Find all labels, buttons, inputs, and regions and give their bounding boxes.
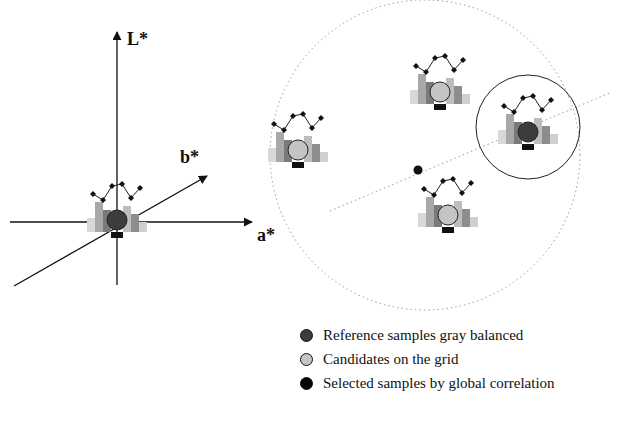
histogram-bar xyxy=(506,114,514,144)
b-axis xyxy=(14,176,207,286)
curve-marker xyxy=(271,121,277,127)
histogram-bar xyxy=(418,74,426,104)
histogram-bar xyxy=(542,126,550,144)
sample-circle xyxy=(430,82,450,102)
base-bar xyxy=(111,232,123,238)
legend-swatch xyxy=(300,329,313,342)
histogram-bar xyxy=(312,144,320,162)
legend-swatch xyxy=(300,353,313,366)
histogram-bar xyxy=(462,94,470,104)
histogram-bar xyxy=(320,152,328,162)
legend-entry: Candidates on the grid xyxy=(300,350,458,368)
curve xyxy=(416,56,463,72)
legend-text: Reference samples gray balanced xyxy=(323,326,523,344)
base-bar xyxy=(434,104,446,110)
sample-circle xyxy=(438,205,458,225)
histogram-bar xyxy=(95,202,103,232)
curve-marker xyxy=(539,107,545,113)
histogram-bar xyxy=(410,90,418,104)
histogram-bar xyxy=(498,130,506,144)
curve xyxy=(93,184,140,200)
histogram-bar xyxy=(87,218,95,232)
base-bar xyxy=(292,162,304,168)
base-bar xyxy=(442,227,454,233)
sample-icon xyxy=(498,93,558,150)
sample-circle xyxy=(107,210,127,230)
l-axis xyxy=(116,32,117,285)
curve-marker xyxy=(290,113,296,119)
sample-icon xyxy=(418,176,478,233)
curve-marker xyxy=(451,67,457,73)
histogram-bar xyxy=(268,148,276,162)
curve-marker xyxy=(423,69,429,75)
curve-marker xyxy=(548,97,554,103)
curve-marker xyxy=(432,55,438,61)
curve-marker xyxy=(459,190,465,196)
histogram-bar xyxy=(276,132,284,162)
curve-marker xyxy=(90,191,96,197)
base-bar xyxy=(522,144,534,150)
curve-marker xyxy=(468,180,474,186)
selection-circle xyxy=(476,75,580,179)
axis-label: b* xyxy=(180,148,199,166)
histogram-bar xyxy=(550,134,558,144)
histogram-bar xyxy=(454,86,462,104)
curve-marker xyxy=(530,93,536,99)
sample-icon xyxy=(87,181,147,238)
curve xyxy=(504,96,551,112)
legend-entry: Reference samples gray balanced xyxy=(300,326,523,344)
sample-icon xyxy=(268,111,328,168)
curve xyxy=(274,114,321,130)
curve-marker xyxy=(300,111,306,117)
direction-line xyxy=(330,92,612,211)
curve-marker xyxy=(520,95,526,101)
curve-marker xyxy=(501,103,507,109)
histogram-bar xyxy=(139,222,147,232)
histogram-bar xyxy=(426,197,434,227)
sample-icon xyxy=(410,53,470,110)
histogram-bar xyxy=(470,217,478,227)
curve-marker xyxy=(318,115,324,121)
axis-label: L* xyxy=(127,30,148,48)
histogram-bar xyxy=(131,214,139,232)
curve-marker xyxy=(100,197,106,203)
search-region xyxy=(270,0,580,310)
curve-marker xyxy=(431,192,437,198)
legend-entry: Selected samples by global correlation xyxy=(300,374,555,392)
center-dot xyxy=(414,166,423,175)
curve-marker xyxy=(128,195,134,201)
curve-marker xyxy=(421,186,427,192)
curve-marker xyxy=(450,176,456,182)
curve-marker xyxy=(119,181,125,187)
curve-marker xyxy=(309,125,315,131)
sample-circle xyxy=(288,140,308,160)
curve-marker xyxy=(137,185,143,191)
sample-circle xyxy=(518,122,538,142)
curve-marker xyxy=(109,183,115,189)
curve-marker xyxy=(281,127,287,133)
curve-marker xyxy=(511,109,517,115)
histogram-bar xyxy=(462,209,470,227)
histogram-bar xyxy=(418,213,426,227)
legend-text: Candidates on the grid xyxy=(323,350,458,368)
legend-text: Selected samples by global correlation xyxy=(323,374,555,392)
icon-group xyxy=(87,53,558,238)
legend-swatch xyxy=(300,377,313,390)
curve xyxy=(424,179,471,195)
curve-marker xyxy=(413,63,419,69)
curve-marker xyxy=(442,53,448,59)
curve-marker xyxy=(440,178,446,184)
curve-marker xyxy=(460,57,466,63)
axis-label: a* xyxy=(257,226,275,244)
